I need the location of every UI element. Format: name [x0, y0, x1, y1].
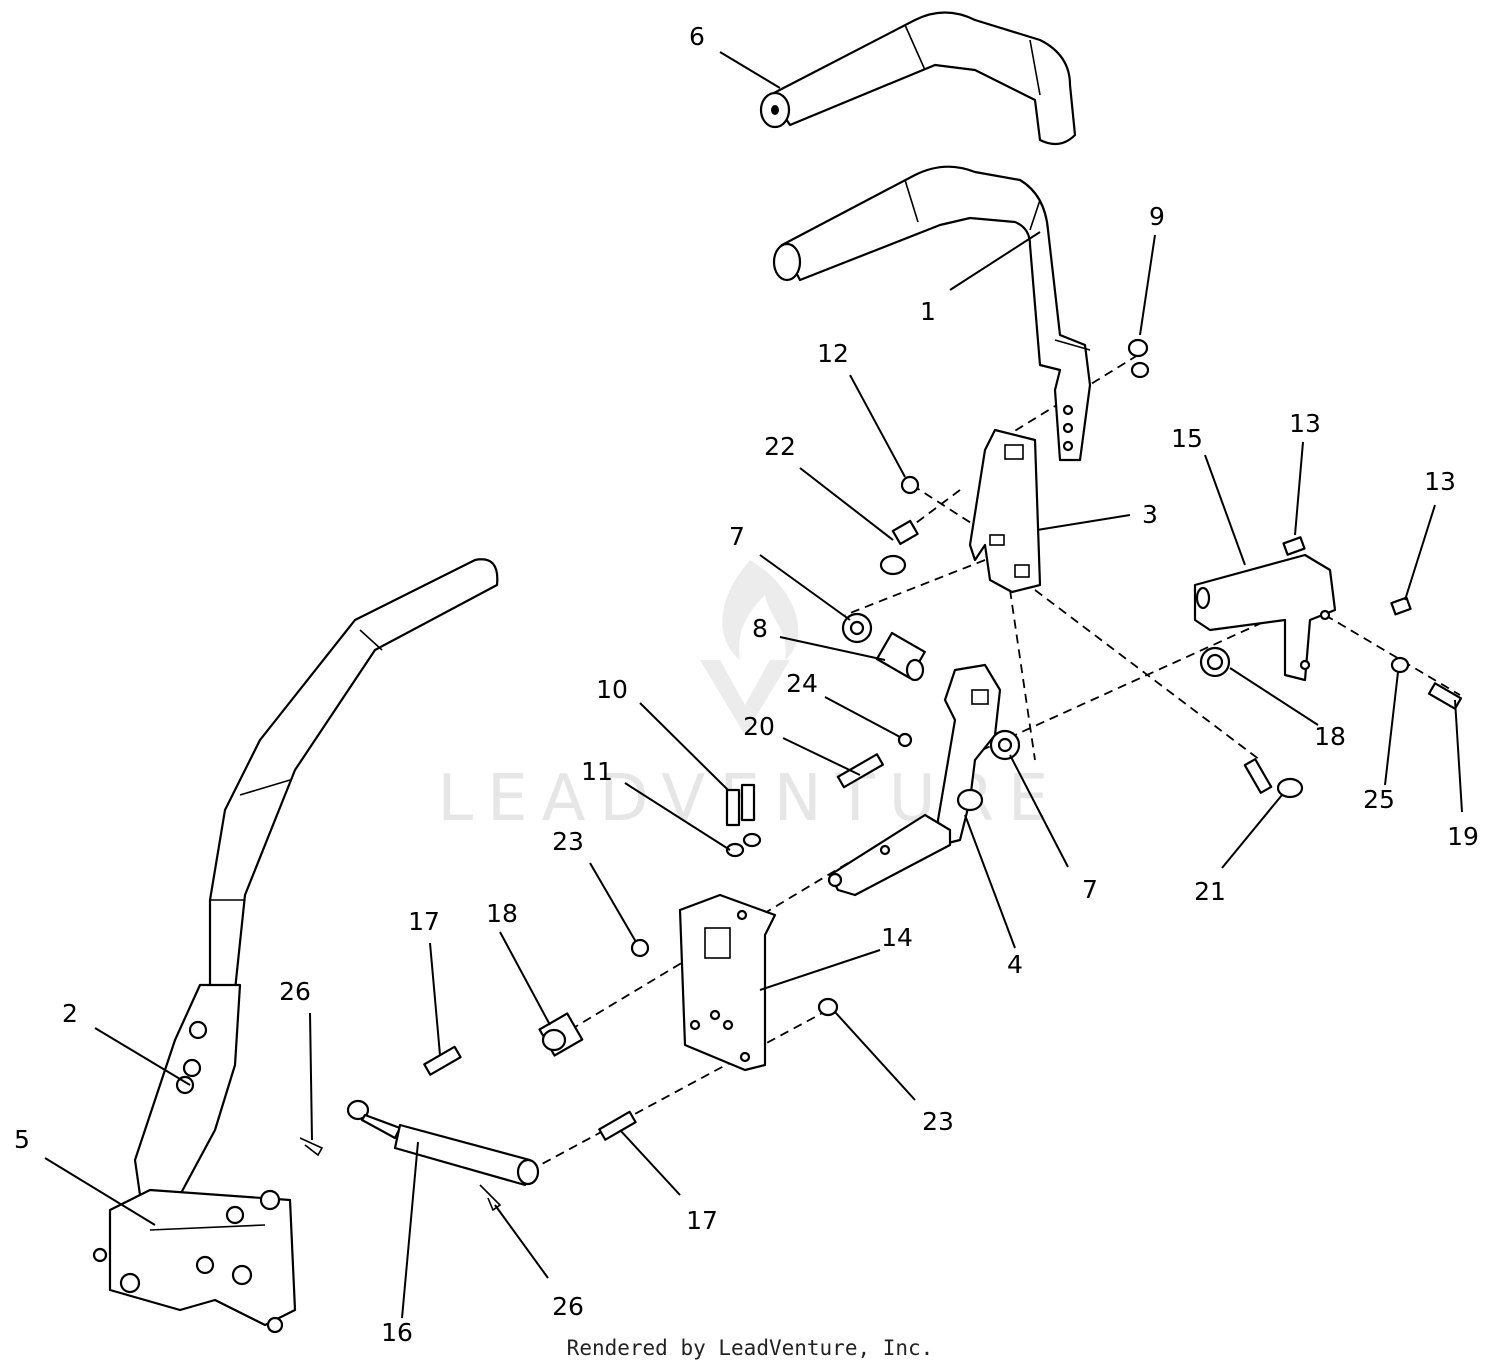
part-21-pin — [1243, 758, 1304, 799]
part-3-mounting-plate — [968, 428, 1042, 594]
callouts: 6 1 9 12 22 3 15 13 13 7 8 24 20 10 11 1… — [14, 22, 1479, 1347]
callout-26-lower: 26 — [552, 1292, 584, 1321]
part-7-washer-lower — [989, 729, 1021, 761]
part-9-nuts — [1127, 338, 1150, 379]
part-11-lock-washers — [725, 832, 762, 858]
callout-8: 8 — [752, 614, 768, 643]
part-13-screws — [1282, 536, 1412, 616]
part-2-left-lever — [133, 558, 499, 1197]
part-4-pivot-arm — [827, 663, 1002, 897]
part-5-base-bracket — [92, 1188, 297, 1334]
callout-3: 3 — [1142, 500, 1158, 529]
part-26-clip-upper — [299, 1137, 324, 1157]
part-18-bushing-left — [538, 1012, 584, 1057]
part-22-bolt — [879, 519, 919, 576]
part-16-gas-spring — [346, 1099, 540, 1187]
part-8-spacer — [875, 631, 926, 682]
callout-23-upper: 23 — [552, 827, 584, 856]
part-25-nut — [1390, 656, 1410, 674]
part-19-bolt — [1427, 682, 1463, 710]
part-23-nut-lower — [817, 997, 839, 1017]
callout-6: 6 — [689, 22, 705, 51]
callout-13-a: 13 — [1289, 409, 1321, 438]
callout-5: 5 — [14, 1125, 30, 1154]
callout-22: 22 — [764, 432, 796, 461]
callout-21: 21 — [1194, 877, 1226, 906]
callout-14: 14 — [881, 923, 913, 952]
part-23-nut-upper — [630, 938, 650, 958]
part-12-nut — [900, 475, 920, 495]
part-24-nut — [897, 732, 913, 748]
callout-12: 12 — [817, 339, 849, 368]
callout-17-lower: 17 — [686, 1206, 718, 1235]
part-20-bolt — [836, 753, 885, 789]
callout-7-lower: 7 — [1082, 875, 1098, 904]
part-15-bracket — [1193, 553, 1337, 682]
callout-15: 15 — [1171, 424, 1203, 453]
callout-18-left: 18 — [486, 899, 518, 928]
callout-26-upper: 26 — [279, 977, 311, 1006]
part-17-stud-upper — [423, 1045, 462, 1076]
part-14-plate — [678, 893, 777, 1072]
callout-17-upper: 17 — [408, 907, 440, 936]
callout-18-right: 18 — [1314, 722, 1346, 751]
callout-20: 20 — [743, 712, 775, 741]
part-6-handle-grip — [759, 11, 1077, 146]
part-17-stud-lower — [598, 1110, 637, 1141]
part-18-bushing-right — [1199, 646, 1231, 678]
part-1-right-lever — [772, 165, 1092, 462]
callout-2: 2 — [62, 999, 78, 1028]
callout-23-lower: 23 — [922, 1107, 954, 1136]
flame-icon — [722, 560, 799, 660]
callout-9: 9 — [1149, 202, 1165, 231]
callout-10: 10 — [596, 675, 628, 704]
callout-11: 11 — [581, 757, 613, 786]
leader-lines — [44, 51, 1463, 1319]
callout-1: 1 — [920, 297, 936, 326]
callout-16: 16 — [381, 1318, 413, 1347]
callout-25: 25 — [1363, 785, 1395, 814]
callout-4: 4 — [1007, 950, 1023, 979]
footer-credit: Rendered by LeadVenture, Inc. — [566, 1336, 934, 1360]
part-10-bolts — [725, 783, 756, 827]
v-logo-icon — [700, 660, 790, 735]
part-7-washer-upper — [841, 612, 873, 644]
callout-13-b: 13 — [1424, 467, 1456, 496]
callout-24: 24 — [786, 669, 818, 698]
callout-7-upper: 7 — [729, 522, 745, 551]
callout-19: 19 — [1447, 822, 1479, 851]
